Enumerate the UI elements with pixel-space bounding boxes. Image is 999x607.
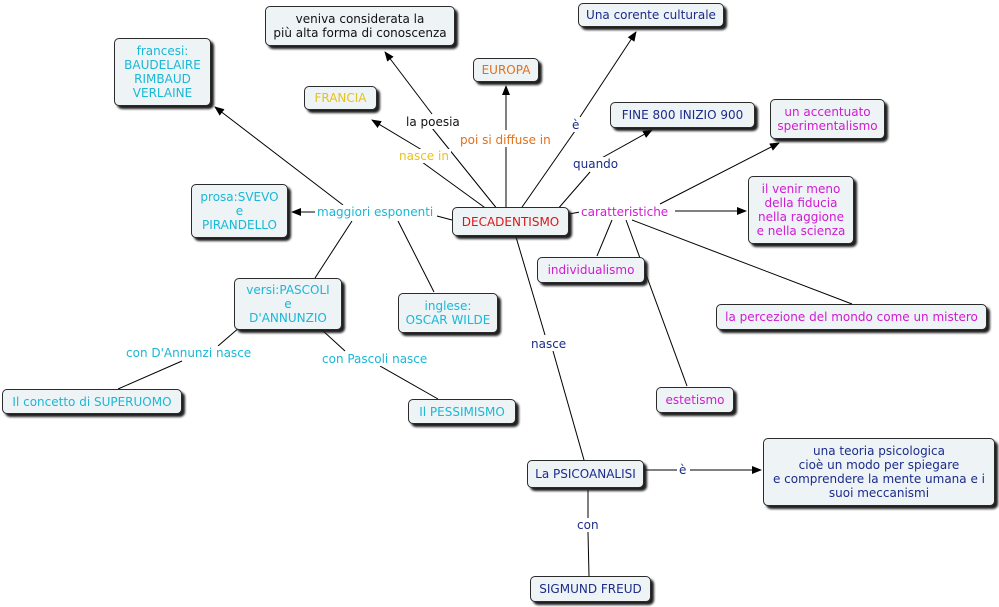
link-label-la-poesia: la poesia: [404, 115, 462, 129]
node-sperimentalismo[interactable]: un accentuato sperimentalismo: [770, 99, 885, 139]
link-label-maggiori-esponenti: maggiori esponenti: [315, 205, 436, 219]
link-label-nasce-in: nasce in: [397, 149, 451, 163]
node-teoria[interactable]: una teoria psicologica cioè un modo per …: [763, 438, 995, 506]
node-pessimismo[interactable]: Il PESSIMISMO: [408, 399, 516, 424]
node-francesi[interactable]: francesi: BAUDELAIRE RIMBAUD VERLAINE: [114, 38, 211, 106]
link-label-poi-si-diffuse: poi si diffuse in: [458, 133, 553, 147]
node-superuomo[interactable]: Il concetto di SUPERUOMO: [2, 389, 182, 414]
node-versi[interactable]: versi:PASCOLI e D'ANNUNZIO: [234, 278, 342, 330]
node-fine-800[interactable]: FINE 800 INIZIO 900: [610, 102, 755, 128]
node-prosa[interactable]: prosa:SVEVO e PIRANDELLO: [191, 184, 288, 238]
node-inglese[interactable]: inglese: OSCAR WILDE: [398, 293, 498, 333]
node-individualismo[interactable]: individualismo: [537, 257, 645, 283]
node-estetismo[interactable]: estetismo: [656, 387, 734, 413]
link-label-e-psico: è: [677, 463, 689, 477]
node-corrente-culturale[interactable]: Una corente culturale: [578, 3, 724, 27]
link-label-quando: quando: [571, 157, 621, 171]
node-psicoanalisi[interactable]: La PSICOANALISI: [527, 460, 644, 488]
link-label-nasce: nasce: [529, 337, 569, 351]
link-label-con-dannunzi: con D'Annunzi nasce: [124, 346, 254, 360]
node-fiducia[interactable]: il venir meno della fiducia nella raggio…: [748, 176, 854, 244]
link-label-e: è: [570, 118, 582, 132]
link-label-con-pascoli: con Pascoli nasce: [320, 352, 430, 366]
node-percezione[interactable]: la percezione del mondo come un mistero: [716, 304, 987, 330]
node-forma-conoscenza[interactable]: veniva considerata la più alta forma di …: [265, 6, 455, 46]
link-label-con: con: [575, 518, 601, 532]
node-europa[interactable]: EUROPA: [473, 58, 539, 82]
link-label-caratteristiche: caratteristiche: [579, 205, 671, 219]
node-francia[interactable]: FRANCIA: [304, 86, 377, 110]
node-decadentismo[interactable]: DECADENTISMO: [452, 207, 569, 236]
node-freud[interactable]: SIGMUND FREUD: [530, 576, 651, 602]
